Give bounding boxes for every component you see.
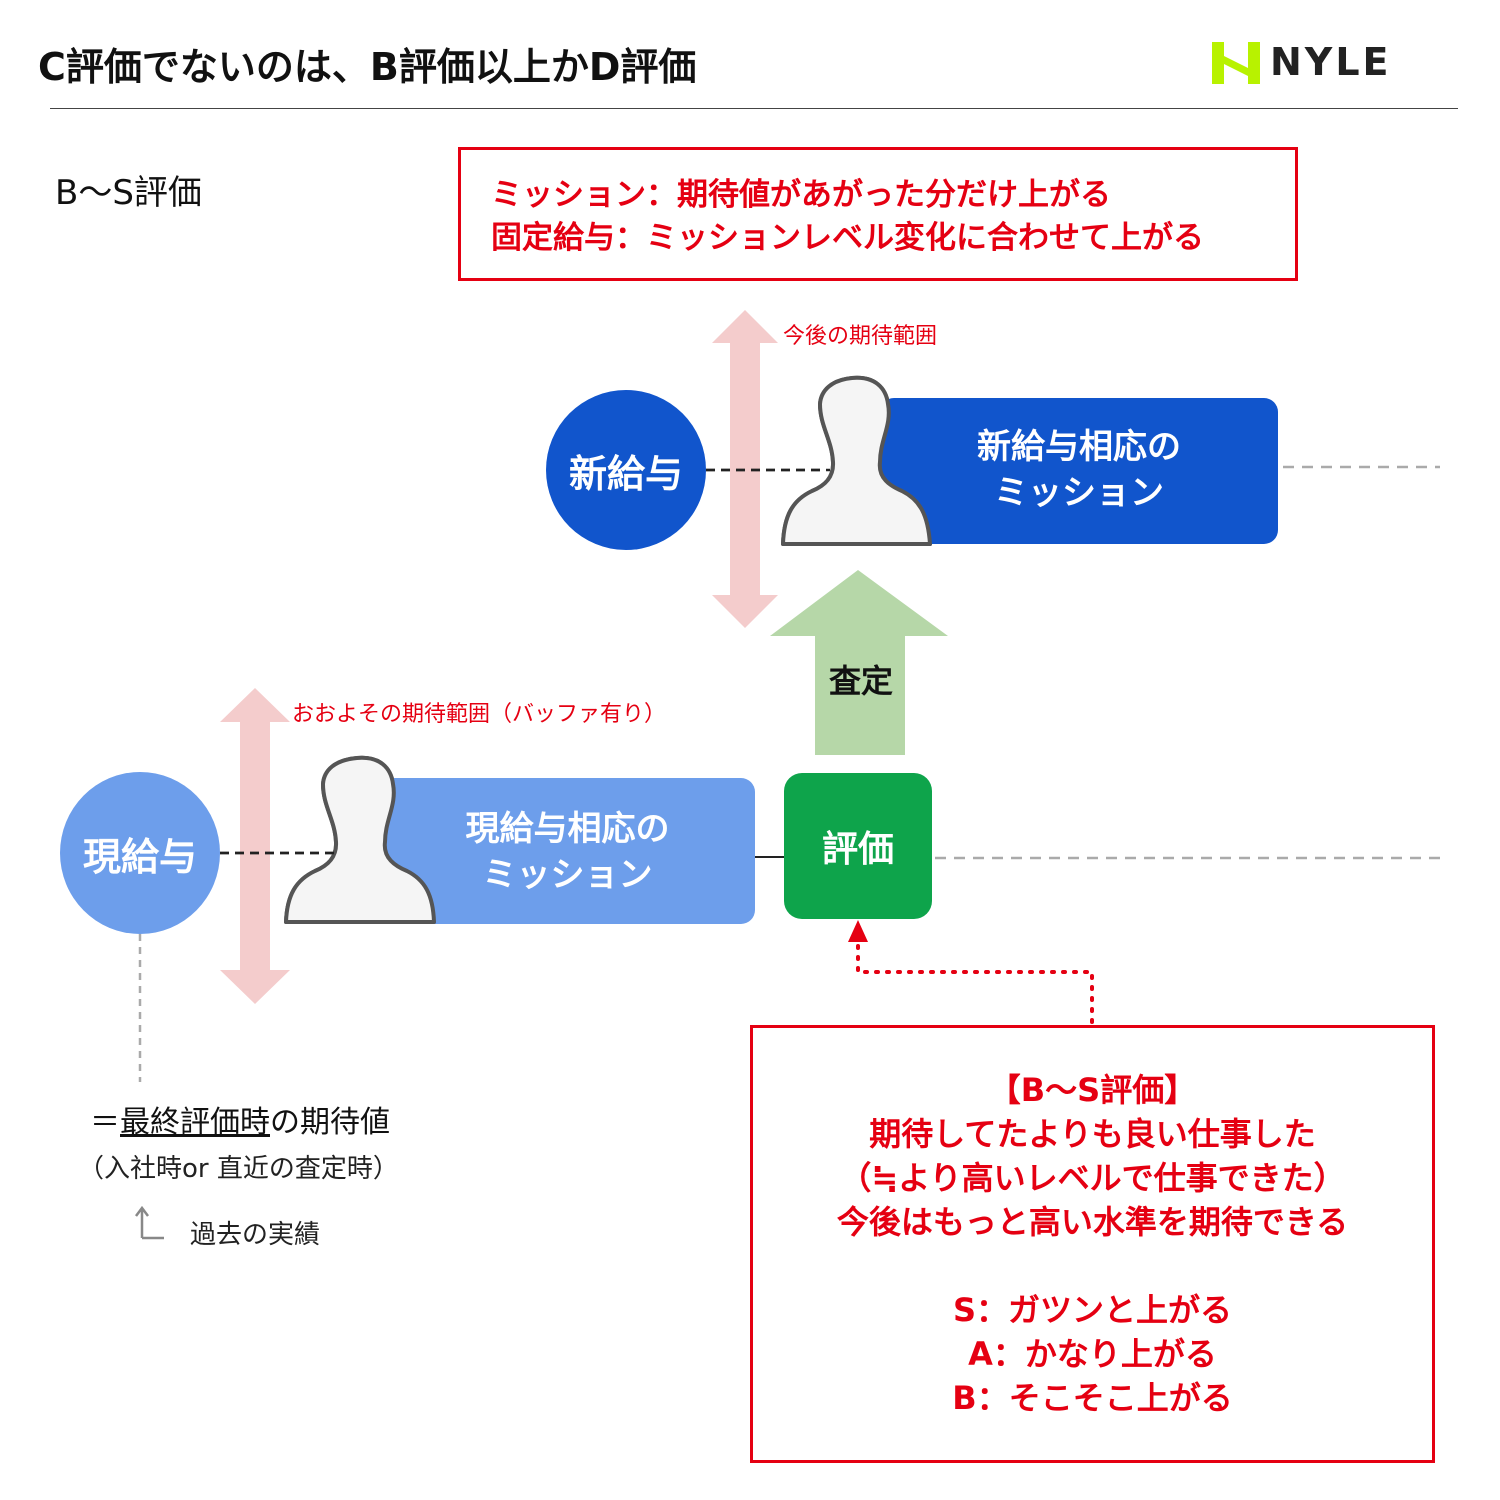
top-summary-line2: 固定給与：ミッションレベル変化に合わせて上がる: [491, 220, 1204, 256]
nyle-logo-mark: [1212, 42, 1260, 84]
red-arrowhead: [848, 920, 868, 942]
past-record-note: 過去の実績: [190, 1220, 321, 1250]
assessment-arrow: [770, 570, 948, 755]
current-salary-circle: 現給与: [60, 772, 220, 934]
new-mission-box: 新給与相応の ミッション: [880, 398, 1278, 544]
top-summary-box: ミッション：期待値があがった分だけ上がる 固定給与：ミッションレベル変化に合わせ…: [458, 147, 1298, 281]
expectation-note-underlined: 最終評価時: [120, 1105, 270, 1140]
bs-heading: 【B〜S評価】: [988, 1071, 1197, 1109]
section-label: B〜S評価: [55, 173, 202, 213]
grade-b: B：そこそこ上がる: [952, 1379, 1233, 1417]
nyle-logo: NYLE: [1208, 38, 1428, 88]
new-salary-circle: 新給与: [546, 390, 706, 550]
expectation-note-prefix: ＝: [90, 1105, 120, 1140]
assessment-label: 査定: [828, 662, 893, 700]
timing-note: （入社時or 直近の査定時）: [78, 1154, 399, 1184]
page-title: C評価でないのは、B評価以上かD評価: [38, 45, 697, 89]
bs-spacer: [753, 1244, 1432, 1288]
past-record-hook-icon: [135, 1205, 164, 1240]
evaluation-box: 評価: [784, 773, 932, 919]
grade-s: S：ガツンと上がる: [952, 1291, 1233, 1329]
current-expectation-arrow: [220, 688, 290, 1004]
new-mission-line2: ミッション: [994, 473, 1164, 513]
bs-line: 期待してたよりも良い仕事した: [869, 1115, 1316, 1153]
current-expectation-label: おおよその期待範囲（バッファ有り）: [292, 702, 667, 727]
nyle-logo-text: NYLE: [1270, 40, 1392, 84]
new-expectation-label: 今後の期待範囲: [783, 324, 938, 349]
new-mission-line1: 新給与相応の: [977, 427, 1181, 467]
header-divider: [50, 108, 1458, 109]
current-person-icon-front: [284, 755, 436, 924]
grade-a: A：かなり上がる: [968, 1335, 1217, 1373]
expectation-note-suffix: の期待値: [270, 1105, 390, 1140]
red-dotted-connector: [856, 940, 1094, 1024]
current-mission-line2: ミッション: [482, 855, 653, 895]
new-person-icon-front: [781, 375, 932, 546]
bs-line: （≒より高いレベルで仕事できた）: [839, 1159, 1346, 1197]
current-mission-line1: 現給与相応の: [465, 809, 670, 849]
top-summary-line1: ミッション：期待値があがった分だけ上がる: [491, 177, 1111, 213]
bs-evaluation-box: 【B〜S評価】 期待してたよりも良い仕事した （≒より高いレベルで仕事できた） …: [750, 1025, 1435, 1463]
current-mission-box: 現給与相応の ミッション: [380, 778, 755, 924]
expectation-note: ＝最終評価時の期待値: [90, 1097, 390, 1141]
bs-line: 今後はもっと高い水準を期待できる: [836, 1203, 1349, 1241]
